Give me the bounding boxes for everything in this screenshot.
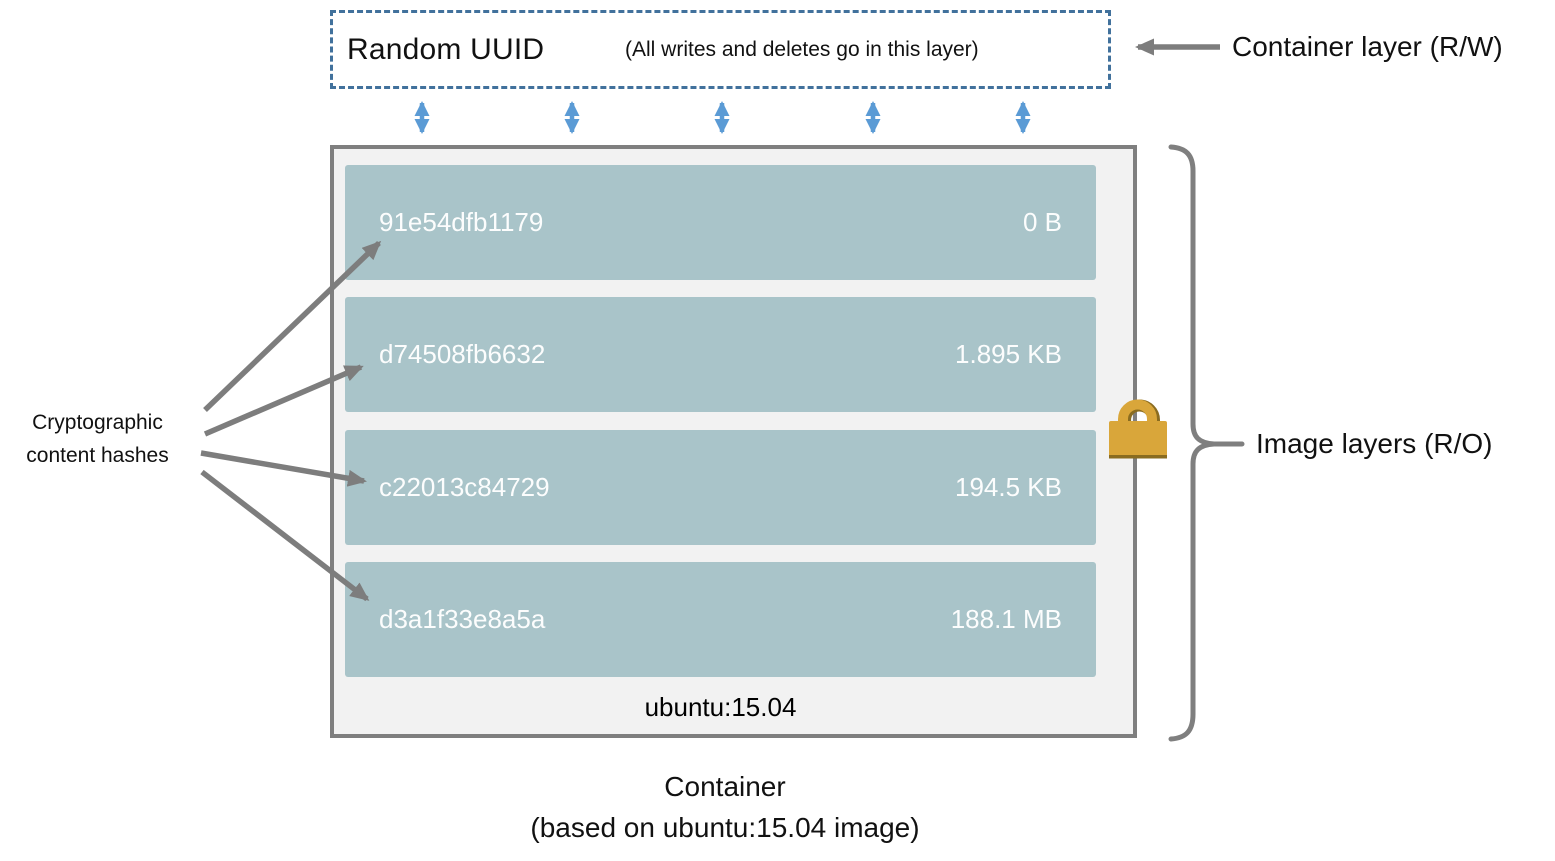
layer-hash: d3a1f33e8a5a (379, 604, 546, 634)
layer-hash: 91e54dfb1179 (379, 207, 544, 237)
layer-size: 194.5 KB (955, 472, 1062, 502)
image-layers-label: Image layers (R/O) (1256, 428, 1493, 459)
image-layer-row: d3a1f33e8a5a 188.1 MB (345, 562, 1096, 677)
image-layer-row: d74508fb6632 1.895 KB (345, 297, 1096, 412)
container-layer-note: (All writes and deletes go in this layer… (625, 37, 979, 61)
container-caption-line1: Container (664, 771, 786, 802)
image-layer-row: c22013c84729 194.5 KB (345, 430, 1096, 545)
rw-sync-arrows (414, 101, 1031, 134)
container-caption-line2: (based on ubuntu:15.04 image) (530, 812, 920, 843)
container-layer-label: Container layer (R/W) (1232, 31, 1503, 62)
image-layers-brace (1168, 144, 1245, 742)
crypto-hashes-label: Cryptographic content hashes (5, 406, 190, 472)
layer-hash: c22013c84729 (379, 472, 550, 502)
container-layer-box: Random UUID (All writes and deletes go i… (330, 10, 1111, 89)
image-layer-row: 91e54dfb1179 0 B (345, 165, 1096, 280)
layer-hash: d74508fb6632 (379, 339, 546, 369)
layer-size: 188.1 MB (950, 604, 1062, 634)
base-image-label: ubuntu:15.04 (644, 692, 797, 722)
container-layer-title: Random UUID (347, 32, 545, 66)
crypto-hashes-label-line1: Cryptographic (32, 411, 163, 434)
layer-size: 1.895 KB (955, 339, 1062, 369)
crypto-hashes-label-line2: content hashes (26, 444, 169, 467)
container-caption: Container (based on ubuntu:15.04 image) (340, 766, 1110, 848)
layer-size: 0 B (1022, 207, 1062, 237)
